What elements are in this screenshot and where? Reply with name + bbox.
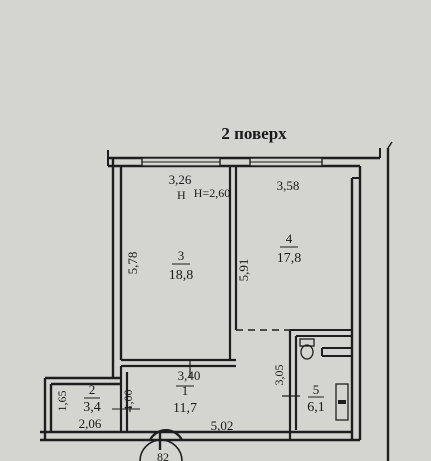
room-1-number: 1 xyxy=(182,383,189,398)
room-5-area: 6,1 xyxy=(307,400,325,415)
room-3-length: 5,78 xyxy=(125,252,140,275)
outer-walls xyxy=(40,148,390,461)
room-1-length: 5,02 xyxy=(211,418,234,433)
room-1-door-width: 1,00 xyxy=(121,390,135,411)
room-3-number: 3 xyxy=(178,248,185,263)
door-swing xyxy=(139,429,184,461)
room-3-area: 18,8 xyxy=(169,268,194,283)
height-marker: H xyxy=(177,188,186,202)
room-2-area: 3,4 xyxy=(83,400,101,415)
bottom-cut-label: 82 xyxy=(157,450,169,461)
room-3-width: 3,26 xyxy=(169,172,192,187)
room-2-depth: 1,65 xyxy=(55,391,69,412)
room-2-width: 2,06 xyxy=(79,416,102,431)
room-4-length: 5,91 xyxy=(236,259,251,282)
bathtub-fixture xyxy=(335,383,349,421)
room-2-number: 2 xyxy=(89,382,96,397)
dimension-ticks xyxy=(84,246,324,412)
floor-title: 2 поверх xyxy=(221,124,287,143)
room-4-width: 3,58 xyxy=(277,178,300,193)
room-5-number: 5 xyxy=(313,382,320,397)
windows xyxy=(107,141,393,167)
room-4-number: 4 xyxy=(286,231,293,246)
room-1-width: 3,40 xyxy=(178,368,201,383)
room-1-area: 11,7 xyxy=(173,401,197,416)
toilet-fixture xyxy=(299,338,315,360)
room-5-length: 3,05 xyxy=(272,365,286,386)
interior-walls xyxy=(119,166,352,440)
room-4-area: 17,8 xyxy=(277,251,302,266)
ceiling-height: H=2,60 xyxy=(194,186,230,200)
